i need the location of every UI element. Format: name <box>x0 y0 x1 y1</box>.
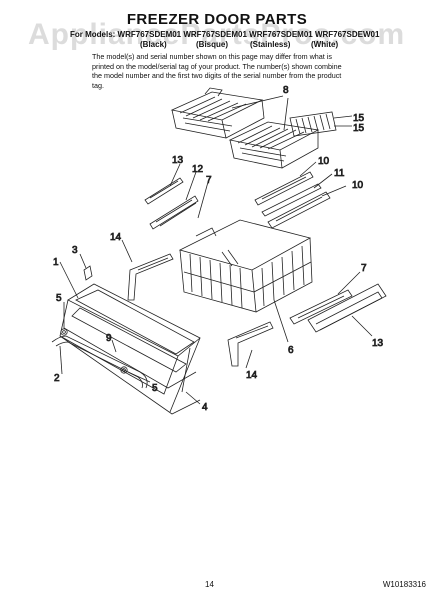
callout-13-b: 13 <box>372 338 384 349</box>
handle-screw-top <box>60 328 68 336</box>
door-support-left <box>127 253 174 301</box>
intro-text: The model(s) and serial number shown on … <box>92 52 342 90</box>
door-support-right <box>227 321 274 367</box>
freezer-basket <box>178 219 313 313</box>
model-color-white: (White) <box>311 40 339 49</box>
callout-15-b: 15 <box>353 123 365 134</box>
upper-basket-right <box>228 121 320 169</box>
handle-screw-bottom <box>120 366 128 374</box>
page-title: FREEZER DOOR PARTS <box>126 11 308 28</box>
slide-rail-12 <box>149 195 199 230</box>
upper-basket-left <box>170 87 265 139</box>
model-color-bisque: (Bisque) <box>196 40 228 49</box>
document-number: W10183316 <box>382 580 426 589</box>
door-handle <box>51 335 148 389</box>
callout-11: 11 <box>334 168 345 179</box>
callout-12: 12 <box>192 164 204 175</box>
leader-8b <box>283 97 289 131</box>
freezer-door <box>59 283 201 415</box>
callout-3: 3 <box>72 245 78 256</box>
divider-grille <box>289 111 337 137</box>
callout-14-b: 14 <box>246 370 258 381</box>
callout-9: 9 <box>106 333 112 344</box>
callout-7-a: 7 <box>206 175 212 186</box>
door-hinge-clip <box>83 265 93 281</box>
slide-rail-10-lower <box>267 191 331 229</box>
callout-7-b: 7 <box>361 263 367 274</box>
leader-8a <box>231 95 284 109</box>
slide-rail-10-upper <box>254 171 314 206</box>
slide-rail-13-lower <box>307 283 387 333</box>
slide-rail-7-lower <box>289 289 353 325</box>
callout-10-b: 10 <box>352 180 364 191</box>
callout-13-a: 13 <box>172 155 184 166</box>
callout-1: 1 <box>53 257 59 268</box>
callout-8: 8 <box>283 85 289 96</box>
callout-5-a: 5 <box>56 293 62 304</box>
callout-10-a: 10 <box>318 156 330 167</box>
callout-15-a: 15 <box>353 113 365 124</box>
callout-4: 4 <box>202 402 208 413</box>
callout-2: 2 <box>54 373 60 384</box>
models-line: For Models: WRF767SDEM01 WRF767SDEM01 WR… <box>70 30 380 39</box>
callout-14-a: 14 <box>110 232 122 243</box>
model-color-stainless: (Stainless) <box>250 40 291 49</box>
page-number: 14 <box>205 580 214 589</box>
model-color-black: (Black) <box>140 40 167 49</box>
slide-rail-13 <box>144 177 184 205</box>
callout-5-b: 5 <box>152 383 158 394</box>
slide-rail-11 <box>261 183 322 217</box>
callout-6: 6 <box>288 345 294 356</box>
